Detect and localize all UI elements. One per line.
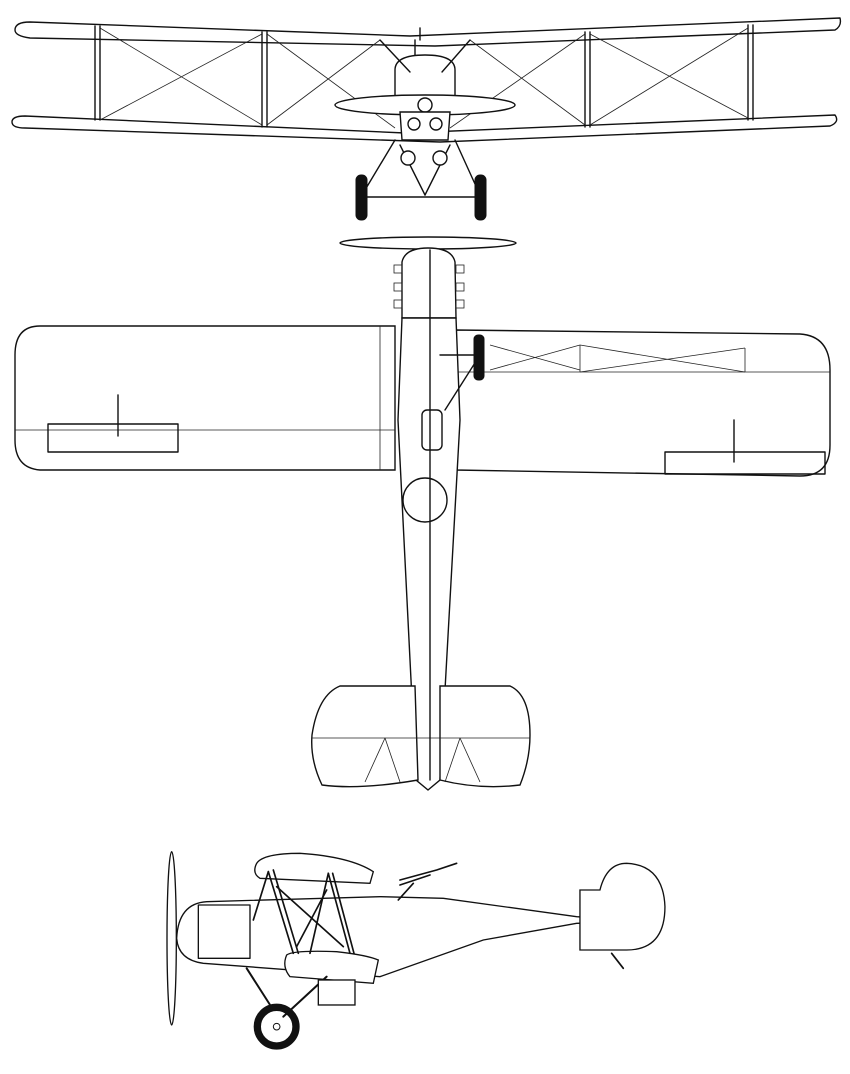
wheel-side: [253, 1003, 300, 1050]
machine-gun: [397, 862, 458, 901]
engine-cylinders: [393, 264, 465, 309]
control-wheel: [402, 477, 448, 523]
propeller-top: [339, 236, 517, 250]
wheel-top: [473, 334, 485, 381]
right-aileron: [664, 451, 826, 475]
radiator-side: [317, 979, 356, 1006]
right-wing-top: [454, 329, 831, 477]
wing-struts-side: [252, 869, 355, 955]
top-view: [14, 236, 831, 791]
side-view: [166, 850, 666, 1050]
lower-wing-side: [284, 950, 380, 985]
engine-side: [197, 904, 251, 959]
radiator-left: [407, 117, 421, 131]
upper-wing-side: [254, 852, 375, 885]
front-view: [11, 17, 842, 221]
interplane-struts: [94, 24, 754, 128]
lower-wing: [11, 114, 838, 143]
upper-wing: [14, 17, 842, 47]
propeller-side: [166, 850, 177, 1026]
tailplane: [311, 685, 419, 788]
tailplane-right: [439, 685, 531, 788]
fuel-tank: [421, 409, 443, 451]
landing-gear: [361, 139, 481, 198]
left-wheel: [355, 174, 368, 221]
spinner: [417, 97, 433, 113]
fuselage-top: [397, 317, 461, 791]
engine-top: [401, 247, 457, 319]
radiator-right: [429, 117, 443, 131]
tail-fin: [579, 862, 666, 951]
cabane-struts: [379, 27, 471, 73]
fuselage-front: [399, 111, 451, 141]
left-aileron: [47, 423, 179, 453]
lower-wing-bracing: [489, 344, 746, 373]
left-wing-top: [14, 325, 396, 471]
right-wheel: [474, 174, 487, 221]
